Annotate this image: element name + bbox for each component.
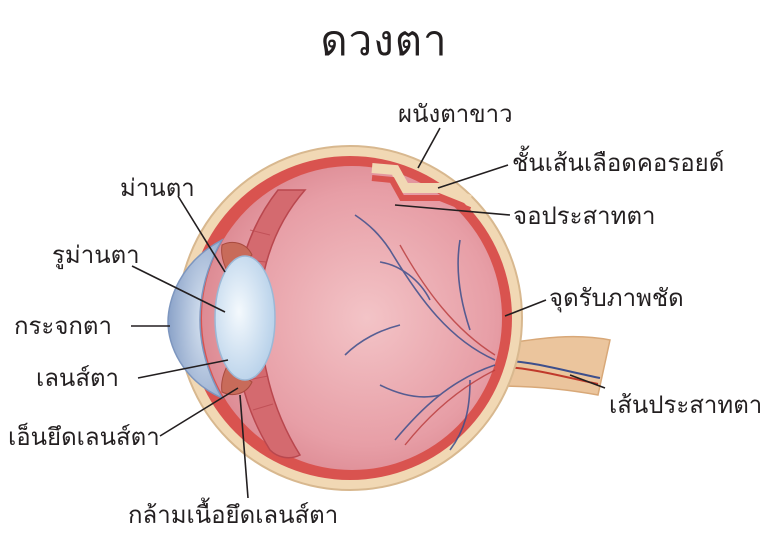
diagram-title: ดวงตา <box>0 8 768 74</box>
label-choroid: ชั้นเส้นเลือดคอรอยด์ <box>512 151 724 175</box>
label-optic-nerve: เส้นประสาทตา <box>609 393 762 417</box>
label-lens: เลนส์ตา <box>36 366 119 390</box>
label-cornea: กระจกตา <box>14 314 112 338</box>
label-pupil: รูม่านตา <box>52 243 140 267</box>
label-fovea: จุดรับภาพชัด <box>549 286 684 310</box>
label-sclera: ผนังตาขาว <box>398 102 513 126</box>
label-iris: ม่านตา <box>120 176 195 200</box>
label-ciliary-muscle: กล้ามเนื้อยึดเลนส์ตา <box>128 503 338 527</box>
label-suspensory-ligament: เอ็นยึดเลนส์ตา <box>8 425 160 449</box>
label-retina: จอประสาทตา <box>513 204 656 228</box>
